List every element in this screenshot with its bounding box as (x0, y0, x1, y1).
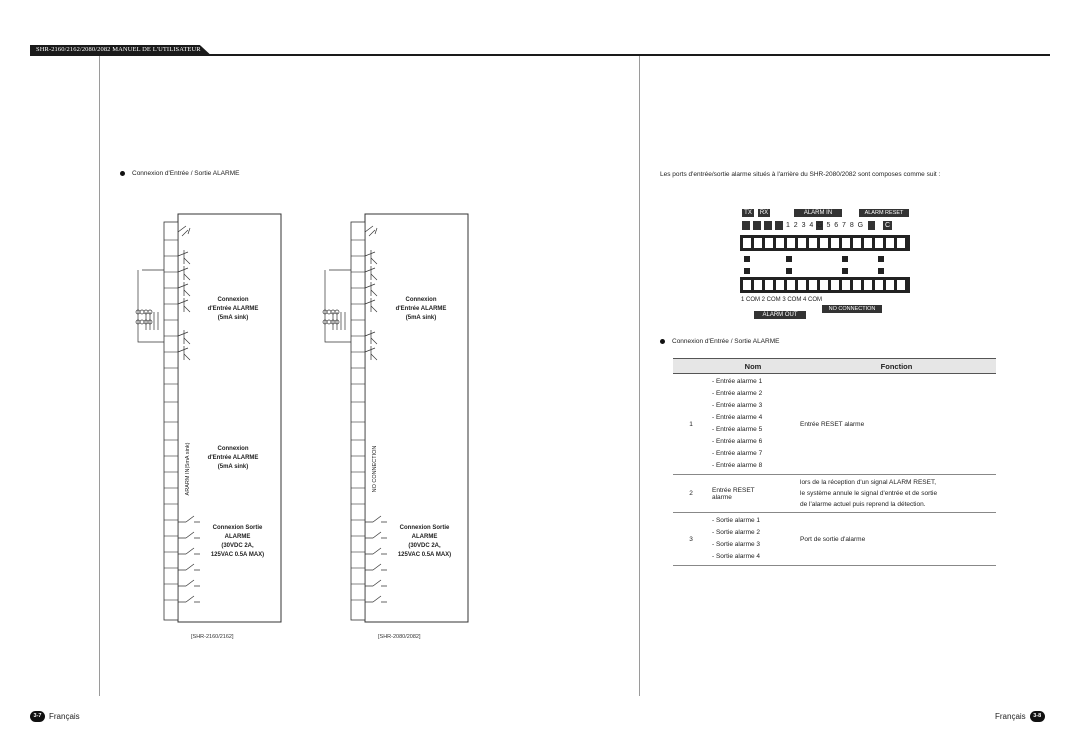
row-number: 3 (673, 512, 709, 566)
left-footer: 3-7 Français (30, 711, 80, 722)
nom-line: - Sortie alarme 1 (712, 517, 761, 524)
row-nom: - Entrée alarme 1 - Entrée alarme 2 - En… (709, 373, 797, 475)
intro-paragraph: Les ports d'entrée/sortie alarme situés … (660, 171, 941, 178)
diagram-2160-labels: Connexion d'Entrée ALARME (5mA sink) (198, 296, 268, 323)
tx-label: TX (744, 210, 752, 216)
c-label: C (884, 222, 891, 229)
nom-line: - Sortie alarme 3 (712, 541, 761, 548)
sink-label-2: (5mA sink) (217, 464, 249, 470)
diagram-2160-labels-2: Connexion d'Entrée ALARME (5mA sink) (198, 445, 268, 472)
right-footer: Français 3-8 (995, 711, 1045, 722)
sortie-title: Connexion Sortie (212, 525, 263, 531)
fonction-line: Entrée RESET alarme (800, 420, 865, 428)
row-fonction: Entrée RESET alarme (797, 373, 996, 475)
fonction-line: Port de sortie d'alarme (800, 535, 866, 543)
nom-line: Entrée RESET (712, 486, 755, 494)
footer-language: Français (995, 712, 1026, 721)
nom-line: alarme (712, 493, 732, 501)
sortie-rating-2: 125VAC 0.5A MAX) (397, 552, 452, 558)
wiring-diagram-2080 (322, 213, 469, 623)
header-rule (30, 54, 1050, 56)
alarm-out-label: ALARM OUT (762, 312, 798, 318)
page-number-badge: 3-7 (30, 711, 45, 722)
right-section-heading: Connexion d'Entrée / Sortie ALARME (660, 338, 779, 345)
rear-panel-svg (740, 209, 910, 319)
diagram-2080-labels: Connexion d'Entrée ALARME (5mA sink) (386, 296, 456, 323)
table-row: 1 - Entrée alarme 1 - Entrée alarme 2 - … (673, 373, 996, 475)
nom-line: - Entrée alarme 7 (712, 450, 763, 457)
alarm-in-label: ALARM IN (803, 210, 833, 216)
nom-line: - Entrée alarme 5 (712, 426, 763, 433)
no-connection-side-text: NO CONNECTION (372, 445, 378, 493)
alarm-function-table: Nom Fonction 1 - Entrée alarme 1 - Entré… (673, 358, 996, 566)
fonction-line: le système annule le signal d'entrée et … (800, 490, 938, 497)
sortie-alarme: ALARME (224, 534, 251, 540)
fonction-line: de l'alarme actuel puis reprend la détec… (800, 501, 926, 508)
sortie-title: Connexion Sortie (399, 525, 450, 531)
entree-label: d'Entrée ALARME (207, 306, 259, 312)
rear-panel-diagram: TX RX ALARM IN ALARM RESET 1 2 3 4 G 5 6… (738, 207, 913, 322)
row-fonction: Port de sortie d'alarme (797, 512, 996, 566)
table-header-fonction: Fonction (797, 358, 996, 374)
center-divider (639, 56, 640, 696)
row-number: 1 (673, 373, 709, 475)
row-fonction: lors de la réception d'un signal ALARM R… (797, 474, 996, 513)
rx-label: RX (759, 210, 769, 216)
nom-line: - Sortie alarme 4 (712, 553, 761, 560)
nom-line: - Entrée alarme 8 (712, 462, 763, 469)
nom-line: - Entrée alarme 6 (712, 438, 763, 445)
fonction-line: lors de la réception d'un signal ALARM R… (800, 479, 937, 486)
footer-language: Français (49, 712, 80, 721)
sink-label: (5mA sink) (217, 315, 249, 321)
sortie-rating-2: 125VAC 0.5A MAX) (210, 552, 265, 558)
alarm-in-side-text: ARARM IN(5mA sink) (185, 442, 191, 496)
alarm-out-pin-labels: 1 COM 2 COM 3 COM 4 COM (741, 297, 823, 303)
page-number-badge: 3-8 (1029, 711, 1045, 722)
sink-label: (5mA sink) (405, 315, 437, 321)
nom-line: - Entrée alarme 1 (712, 378, 763, 385)
table-header-row: Nom Fonction (673, 358, 996, 374)
sortie-rating: (30VDC 2A, (221, 543, 254, 549)
wiring-diagram-2160 (135, 213, 282, 623)
nom-line: - Sortie alarme 2 (712, 529, 761, 536)
alarm-in-numbers: 1 2 3 4 G 5 6 7 8 G (786, 222, 864, 229)
left-section-heading: Connexion d'Entrée / Sortie ALARME (120, 170, 239, 177)
entree-label: d'Entrée ALARME (395, 306, 447, 312)
row-nom: - Sortie alarme 1 - Sortie alarme 2 - So… (709, 512, 797, 566)
manual-title-tab: SHR-2160/2162/2080/2082 MANUEL DE L'UTIL… (30, 45, 211, 55)
table-header-nom: Nom (709, 358, 797, 374)
sortie-rating: (30VDC 2A, (408, 543, 441, 549)
caption-2080: [SHR-2080/2082] (378, 634, 421, 640)
left-margin-line (99, 56, 100, 696)
table-row: 3 - Sortie alarme 1 - Sortie alarme 2 - … (673, 512, 996, 566)
row-number: 2 (673, 474, 709, 513)
bullet-icon (120, 171, 125, 176)
diagram-2080-sortie: Connexion Sortie ALARME (30VDC 2A, 125VA… (382, 524, 467, 560)
diagram-2160-sortie: Connexion Sortie ALARME (30VDC 2A, 125VA… (195, 524, 280, 560)
alarm-reset-label: ALARM RESET (864, 210, 904, 216)
row-nom: Entrée RESET alarme (709, 474, 797, 513)
connexion-title: Connexion (217, 297, 249, 303)
entree-label-2: d'Entrée ALARME (207, 455, 259, 461)
bullet-icon (660, 339, 665, 344)
table-header-num (673, 358, 709, 374)
right-section-label: Connexion d'Entrée / Sortie ALARME (672, 338, 780, 345)
connexion-title-2: Connexion (217, 446, 249, 452)
connexion-title: Connexion (405, 297, 437, 303)
nom-line: - Entrée alarme 2 (712, 390, 763, 397)
left-section-label: Connexion d'Entrée / Sortie ALARME (132, 170, 240, 177)
sortie-alarme: ALARME (411, 534, 438, 540)
no-connection-label: NO CONNECTION (828, 306, 876, 312)
table-row: 2 Entrée RESET alarme lors de la récepti… (673, 474, 996, 513)
caption-2160: [SHR-2160/2162] (191, 634, 234, 640)
nom-line: - Entrée alarme 3 (712, 402, 763, 409)
nom-line: - Entrée alarme 4 (712, 414, 763, 421)
